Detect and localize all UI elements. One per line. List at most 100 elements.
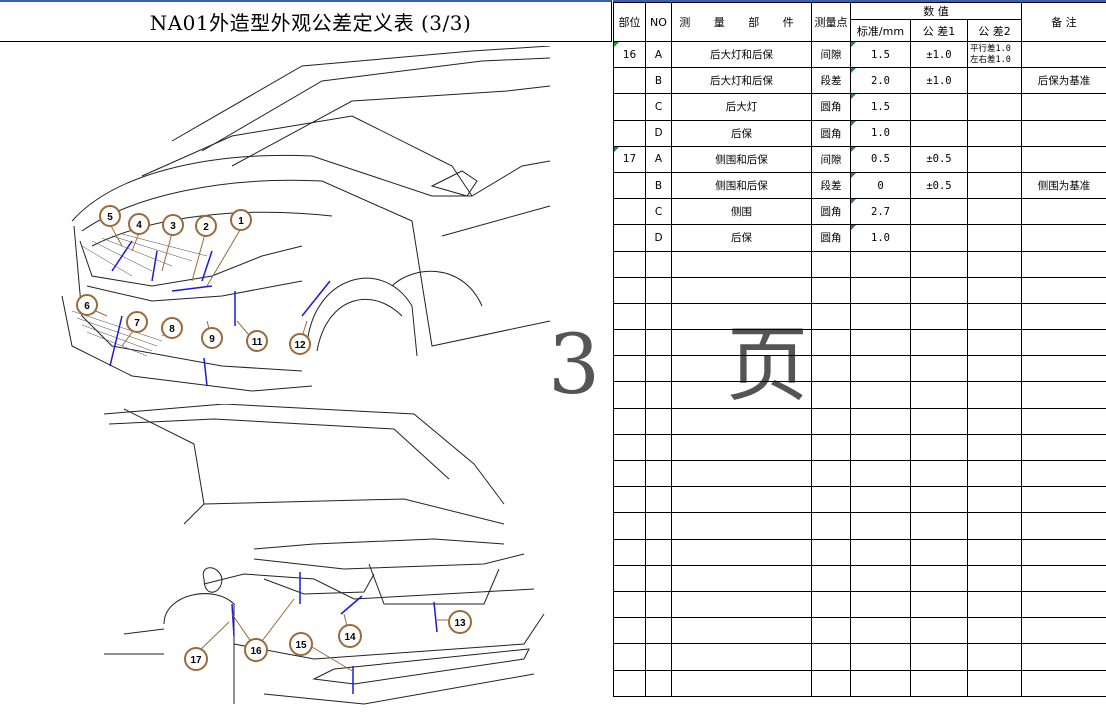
cell-no — [645, 329, 672, 357]
cell-part — [613, 590, 646, 619]
cell-tol1 — [910, 617, 968, 645]
cell-measure-part: 后保 — [671, 224, 812, 252]
front-callout-label: 8 — [169, 324, 175, 335]
cell-measure-part — [671, 459, 812, 488]
cell-tol1 — [910, 407, 968, 435]
cell-point — [811, 564, 851, 592]
cell-tol1 — [910, 224, 968, 252]
cell-point — [811, 486, 851, 514]
cell-no: A — [645, 145, 672, 173]
cell-no: B — [645, 171, 672, 200]
cell-no — [645, 538, 672, 566]
cell-remark — [1021, 198, 1106, 226]
cell-tol1 — [910, 590, 968, 619]
cell-point: 圆角 — [811, 93, 851, 121]
cell-tol1 — [910, 355, 968, 383]
rear-callout-label: 15 — [295, 640, 307, 651]
cell-part — [613, 250, 646, 278]
cell-tol1 — [910, 643, 968, 671]
cell-point — [811, 355, 851, 383]
cell-standard — [850, 407, 911, 435]
cell-remark — [1021, 302, 1106, 331]
cell-point — [811, 329, 851, 357]
cell-tol2 — [966, 669, 1023, 697]
table-row — [613, 538, 1106, 566]
cell-tol2 — [966, 617, 1023, 645]
cell-part: 16 — [613, 40, 646, 69]
cell-part — [613, 643, 646, 671]
front-callout-label: 3 — [170, 221, 176, 232]
cell-standard — [850, 617, 911, 645]
cell-part — [613, 538, 646, 566]
cell-point — [811, 590, 851, 619]
cell-tol1: ±0.5 — [910, 171, 968, 200]
cell-point: 圆角 — [811, 198, 851, 226]
cell-tol2 — [966, 93, 1023, 121]
cell-part — [613, 329, 646, 357]
cell-tol1 — [910, 486, 968, 514]
cell-measure-part: 侧围和后保 — [671, 145, 812, 173]
table-row — [613, 407, 1106, 435]
tolerance-table-container: 部位 NO 测 量 部 件 测量点 数 值 备 注 标准/mm 公 差1 公 差… — [613, 0, 1106, 719]
cell-remark — [1021, 250, 1106, 278]
cell-tol2 — [966, 145, 1023, 173]
header-values: 数 值 — [849, 2, 1023, 20]
header-measure-part: 测 量 部 件 — [671, 2, 812, 42]
cell-remark — [1021, 329, 1106, 357]
cell-no — [645, 669, 672, 697]
cell-measure-part: 后大灯和后保 — [671, 67, 812, 95]
cell-standard — [850, 459, 911, 488]
cell-measure-part — [671, 486, 812, 514]
cell-part — [613, 381, 646, 409]
cell-measure-part — [671, 407, 812, 435]
cell-no: D — [645, 119, 672, 147]
cell-remark — [1021, 617, 1106, 645]
table-row — [613, 276, 1106, 304]
cell-tol2 — [966, 224, 1023, 252]
cell-part — [613, 224, 646, 252]
front-callout-label: 11 — [252, 337, 263, 348]
cell-tol1: ±1.0 — [910, 67, 968, 95]
cell-standard — [850, 643, 911, 671]
cell-remark — [1021, 145, 1106, 173]
cell-measure-part — [671, 329, 812, 357]
cell-remark — [1021, 486, 1106, 514]
cell-measure-part — [671, 355, 812, 383]
rear-callout-label: 16 — [250, 646, 262, 657]
cell-standard — [850, 669, 911, 697]
cell-part — [613, 512, 646, 540]
cell-remark — [1021, 276, 1106, 304]
cell-tol2 — [966, 564, 1023, 592]
cell-part — [613, 93, 646, 121]
cell-remark — [1021, 119, 1106, 147]
cell-measure-part — [671, 617, 812, 645]
cell-standard — [850, 564, 911, 592]
cell-part — [613, 198, 646, 226]
cell-part: 17 — [613, 145, 646, 173]
cell-tol2 — [966, 250, 1023, 278]
cell-no — [645, 512, 672, 540]
table-row — [613, 643, 1106, 671]
cell-standard: 1.5 — [850, 93, 911, 121]
cell-tol2 — [966, 512, 1023, 540]
cell-tol1 — [910, 433, 968, 462]
cell-measure-part — [671, 381, 812, 409]
cell-remark — [1021, 381, 1106, 409]
cell-standard — [850, 590, 911, 619]
table-row — [613, 250, 1106, 278]
cell-tol2 — [966, 171, 1023, 200]
cell-tol2: 平行差1.0 左右差1.0 — [966, 40, 1023, 69]
cell-part — [613, 67, 646, 95]
header-measure-point: 测量点 — [811, 2, 851, 42]
front-car-diagram: 1 2 3 4 5 6 7 8 9 11 12 — [61, 46, 551, 392]
front-callout-label: 6 — [84, 301, 90, 312]
rear-callout-label: 14 — [344, 632, 356, 643]
cell-point — [811, 512, 851, 540]
rear-car-diagram: 13 14 15 16 17 — [104, 404, 545, 705]
cell-point: 段差 — [811, 171, 851, 200]
cell-tol1 — [910, 512, 968, 540]
cell-no — [645, 486, 672, 514]
